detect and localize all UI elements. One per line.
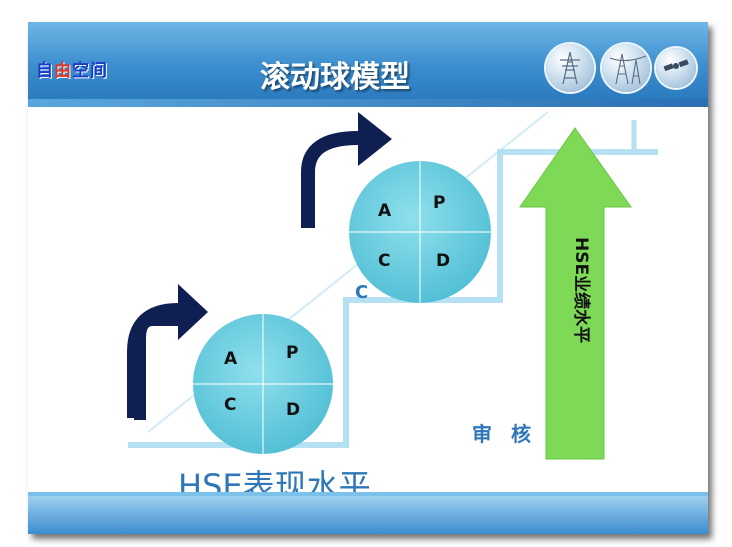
header-band <box>28 99 708 107</box>
ball-upper-p: P <box>433 193 445 213</box>
pdca-ball-upper: A P C D <box>349 161 491 303</box>
curved-arrow-lower <box>127 284 208 420</box>
ball-lower-c: C <box>224 395 236 415</box>
audit-label: 审 核 <box>472 422 537 446</box>
logo-char-2: 由 <box>54 61 72 81</box>
logo-char-3: 空 <box>72 61 90 81</box>
slide: 自由空间 滚动球模型 <box>28 22 708 534</box>
ball-upper-a: A <box>378 201 392 221</box>
rolling-ball-diagram: A P C D C A P C D HSE业绩水平 审 核 HSE表现水平 <box>127 111 658 505</box>
ball-lower-a: A <box>224 349 238 369</box>
performance-arrow <box>519 127 632 460</box>
overlap-label-c: C <box>355 282 368 303</box>
power-lines-icon <box>602 44 650 92</box>
footer-band <box>28 496 708 534</box>
ball-upper-d: D <box>436 251 450 271</box>
ball-lower-d: D <box>286 400 300 420</box>
slide-title: 滚动球模型 <box>260 60 410 95</box>
pdca-ball-lower: A P C D <box>193 314 333 454</box>
logo: 自由空间 <box>36 56 108 81</box>
satellite-icon <box>656 48 696 88</box>
footer-line <box>28 492 708 496</box>
logo-char-4: 间 <box>90 61 108 81</box>
power-tower-icon <box>546 44 594 92</box>
curved-arrow-upper <box>301 112 392 228</box>
performance-label: HSE业绩水平 <box>571 237 592 343</box>
ball-lower-p: P <box>286 343 298 363</box>
logo-char-1: 自 <box>36 61 54 81</box>
header-bar <box>28 22 708 99</box>
ball-upper-c: C <box>378 251 390 271</box>
